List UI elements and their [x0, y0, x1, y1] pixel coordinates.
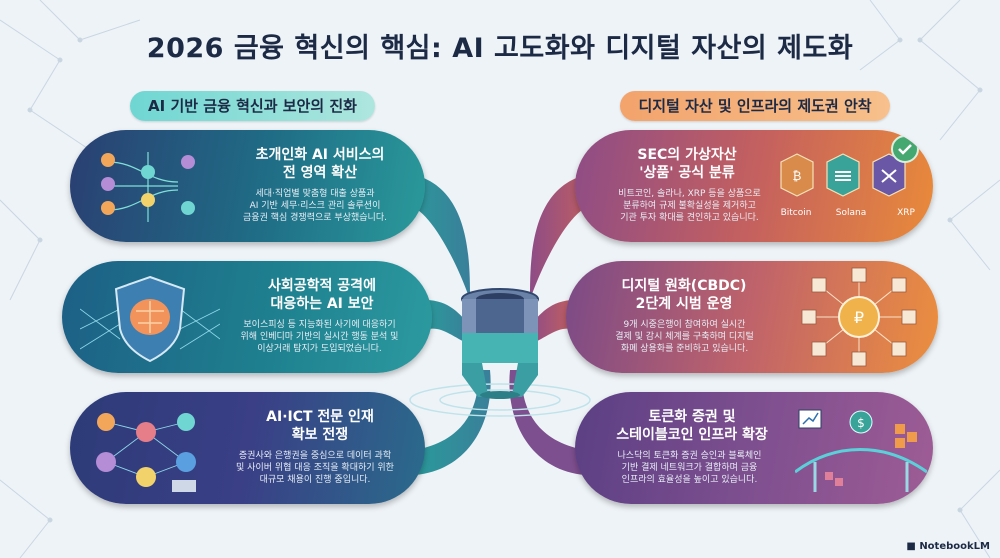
card-title-line: 디지털 원화(CBDC): [621, 278, 747, 294]
card-body-line: 나스닥의 토큰화 증권 승인과 블록체인: [617, 451, 762, 461]
verified-badge-icon: [891, 135, 919, 163]
card-tokenized-securities: 토큰화 증권 및 스테이블코인 인프라 확장 나스닥의 토큰화 증권 승인과 블…: [575, 392, 933, 504]
card-body-line: 9개 시중은행이 참여하여 실시간: [623, 320, 746, 330]
card-body-line: 및 사이버 위협 대응 조직을 확대하기 위한: [236, 463, 394, 473]
brand-label: ■ NotebookLM: [906, 541, 990, 552]
xrp-label: XRP: [897, 208, 915, 218]
card-body-line: 기관 투자 확대를 견인하고 있습니다.: [620, 213, 759, 223]
card-hyper-personalized-ai: 초개인화 AI 서비스의 전 영역 확산 세대·직업별 맞춤형 대출 상품과 A…: [70, 130, 425, 242]
card-body-line: AI 기반 세무·리스크 관리 솔루션이: [249, 201, 381, 211]
card-body-line: 증권사와 은행권을 중심으로 데이터 과학: [238, 451, 392, 461]
card-ai-ict-talent: AI·ICT 전문 인재 확보 전쟁 증권사와 은행권을 중심으로 데이터 과학…: [70, 392, 425, 504]
card-ai-security: 사회공학적 공격에 대응하는 AI 보안 보이스피싱 등 지능화된 사기에 대응…: [62, 261, 432, 373]
card-title-line: 2단계 시범 운영: [635, 296, 733, 312]
shield-brain-icon: [80, 275, 220, 363]
blockchain-bridge-icon: $: [795, 409, 927, 492]
central-hub-icon: [461, 288, 539, 399]
card-body-line: 대규모 채용이 진행 중입니다.: [259, 475, 371, 485]
right-section-heading: 디지털 자산 및 인프라의 제도권 안착: [620, 91, 890, 121]
card-body-line: 기반 결제 네트워크가 결합하며 금융: [621, 463, 758, 473]
card-title-line: 전 영역 확산: [282, 165, 358, 181]
bitcoin-label: Bitcoin: [780, 208, 812, 218]
card-title-line: 확보 전쟁: [291, 427, 349, 443]
card-sec-commodity-classification: SEC의 가상자산 '상품' 공식 분류 비트코인, 솔라나, XRP 등을 상…: [575, 130, 933, 242]
page-title: 2026 금융 혁신의 핵심: AI 고도화와 디지털 자산의 제도화: [146, 33, 854, 64]
card-body-line: 비트코인, 솔라나, XRP 등을 상품으로: [618, 189, 761, 199]
svg-text:₿: ₿: [793, 169, 802, 183]
card-title-line: 사회공학적 공격에: [268, 278, 376, 294]
cbdc-bank-network-icon: ₽: [801, 267, 917, 367]
card-title-line: AI·ICT 전문 인재: [266, 409, 374, 425]
svg-text:$: $: [857, 416, 865, 430]
card-title-line: SEC의 가상자산: [637, 147, 737, 163]
ai-people-network-icon: [101, 152, 195, 222]
card-title-line: 대응하는 AI 보안: [270, 296, 374, 312]
card-body-line: 위해 인베디마 기반의 실시간 행동 분석 및: [240, 332, 399, 342]
card-title-line: 스테이블코인 인프라 확장: [616, 427, 768, 443]
card-cbdc-pilot: 디지털 원화(CBDC) 2단계 시범 운영 9개 시중은행이 참여하여 실시간…: [566, 261, 938, 373]
card-title-line: 초개인화 AI 서비스의: [255, 147, 385, 163]
card-title-line: 토큰화 증권 및: [648, 409, 736, 425]
card-body-line: 보이스피싱 등 지능화된 사기에 대응하기: [243, 320, 396, 330]
brand-text: NotebookLM: [919, 541, 990, 552]
solana-label: Solana: [835, 208, 867, 218]
card-title-line: '상품' 공식 분류: [639, 165, 735, 181]
card-body-line: 인프라의 효율성을 높이고 있습니다.: [621, 475, 758, 485]
talent-network-icon: [96, 413, 196, 492]
card-body-line: 분류하여 규제 불확실성을 제거하고: [623, 201, 756, 211]
card-body-line: 세대·직업별 맞춤형 대출 상품과: [255, 189, 375, 199]
card-body-line: 이상거래 탐지가 도입되었습니다.: [257, 344, 382, 354]
card-body-line: 금융권 핵심 경쟁력으로 부상했습니다.: [243, 213, 387, 223]
svg-text:₽: ₽: [854, 308, 864, 327]
crypto-cubes-icon: ₿: [780, 153, 906, 197]
card-body-line: 화폐 상용화를 준비하고 있습니다.: [620, 344, 749, 354]
left-section-heading: AI 기반 금융 혁신과 보안의 진화: [130, 91, 375, 121]
card-body-line: 결제 및 감시 체계를 구축하며 디지털: [615, 332, 754, 342]
